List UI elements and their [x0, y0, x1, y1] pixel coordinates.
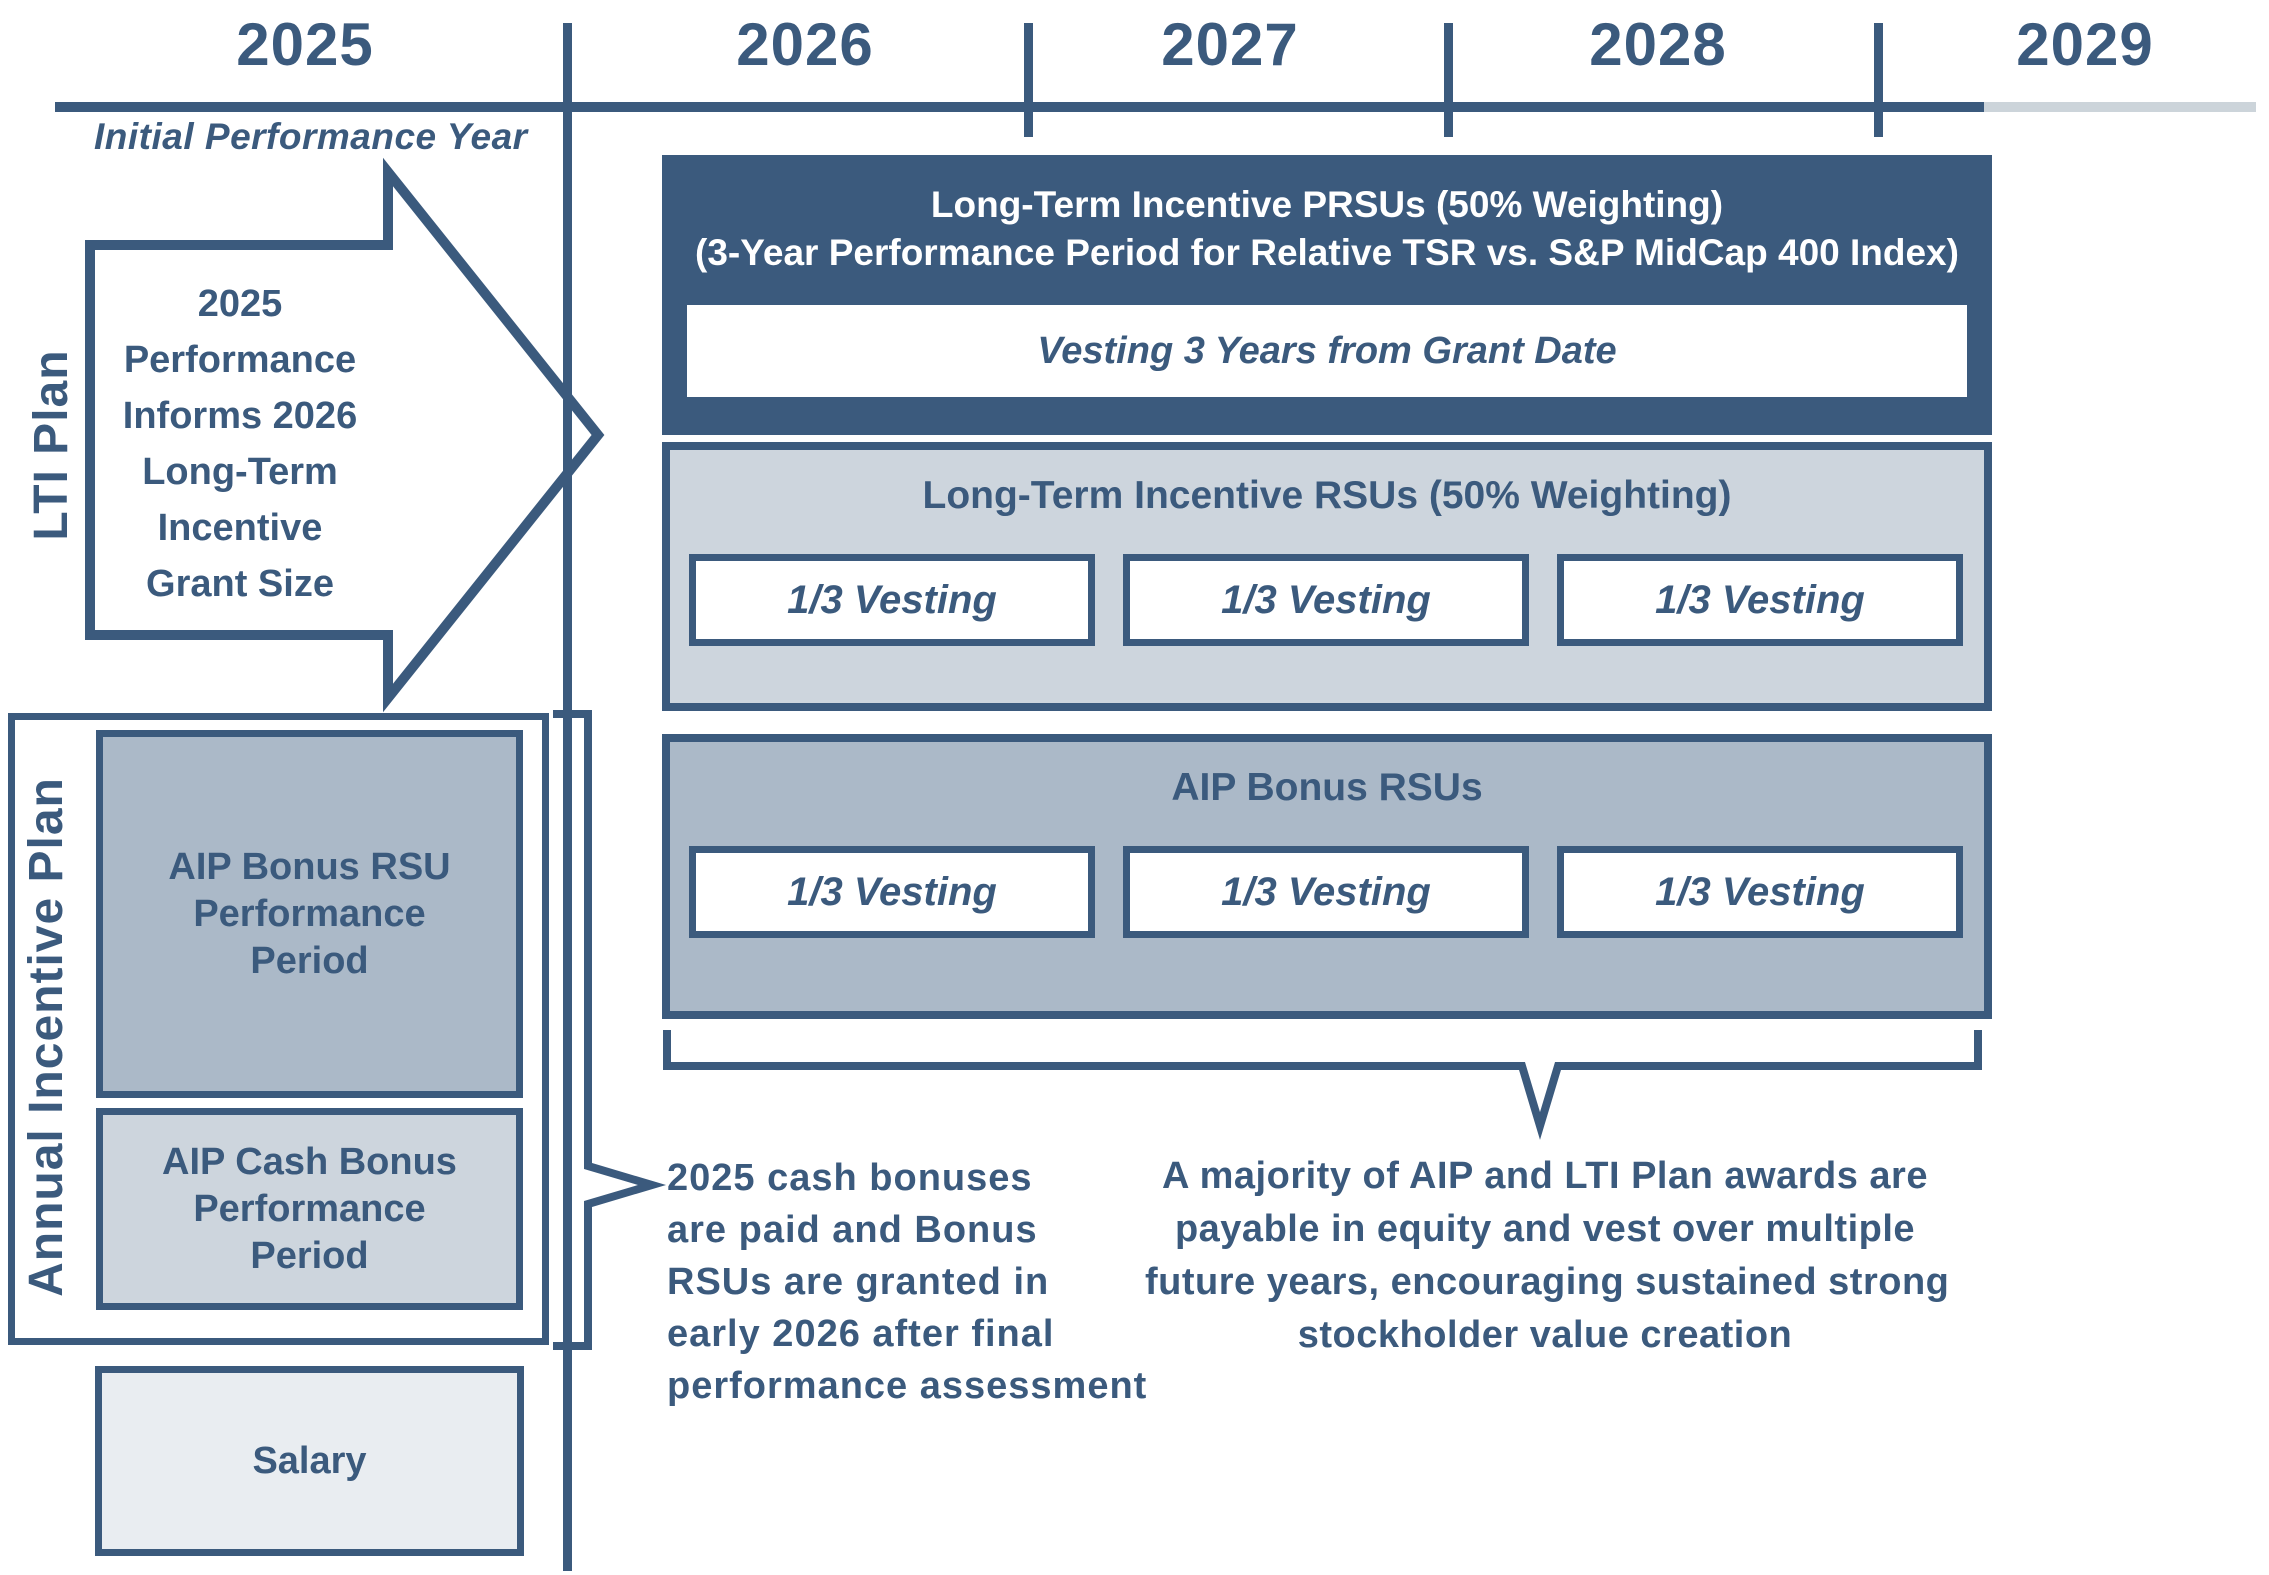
label-line: Period — [250, 1234, 369, 1277]
year-tick-2026-2027 — [1024, 23, 1033, 137]
lti-rsu-box: Long-Term Incentive RSUs (50% Weighting)… — [662, 442, 1992, 711]
year-label-2026: 2026 — [736, 11, 874, 78]
note-line: stockholder value creation — [1297, 1314, 1793, 1356]
arrow-text-line: Long-Term — [142, 451, 338, 493]
prsu-title: Long-Term Incentive PRSUs (50% Weighting… — [662, 181, 1992, 277]
aip-bonus-rsu-period-label: AIP Bonus RSU Performance Period — [168, 844, 450, 985]
aip-cash-bonus-period-label: AIP Cash Bonus Performance Period — [162, 1139, 457, 1280]
note-line: RSUs are granted in — [667, 1261, 1050, 1303]
label-line: AIP Cash Bonus — [162, 1140, 457, 1183]
salary-label: Salary — [252, 1439, 367, 1482]
timeline-axis-line-future — [1984, 102, 2256, 112]
lti-plan-side-label: LTI Plan — [25, 349, 78, 541]
salary-box: Salary — [95, 1366, 524, 1556]
aip-rsu-vesting-box-3: 1/3 Vesting — [1557, 846, 1963, 938]
lti-rsu-vesting-box-1: 1/3 Vesting — [689, 554, 1095, 646]
arrow-text-line: Informs 2026 — [122, 395, 358, 437]
equity-vesting-note: A majority of AIP and LTI Plan awards ar… — [1145, 1150, 1950, 1362]
year-label-2029: 2029 — [2016, 11, 2154, 78]
lti-prsu-box: Long-Term Incentive PRSUs (50% Weighting… — [662, 155, 1992, 435]
note-line: 2025 cash bonuses — [667, 1157, 1033, 1199]
prsu-vesting-box: Vesting 3 Years from Grant Date — [687, 305, 1967, 397]
year-divider-2025-2026 — [563, 23, 572, 1571]
equity-note-underbrace — [663, 1030, 1982, 1140]
year-tick-2028-2029 — [1874, 23, 1883, 137]
lti-rsu-vesting-box-3: 1/3 Vesting — [1557, 554, 1963, 646]
year-tick-2027-2028 — [1444, 23, 1453, 137]
note-line: A majority of AIP and LTI Plan awards ar… — [1162, 1155, 1928, 1197]
aip-bonus-rsus-title: AIP Bonus RSUs — [1171, 766, 1483, 809]
label-line: Performance — [193, 892, 426, 935]
prsu-title-line1: Long-Term Incentive PRSUs (50% Weighting… — [930, 184, 1724, 225]
note-line: payable in equity and vest over multiple — [1174, 1208, 1916, 1250]
label-line: Performance — [193, 1187, 426, 1230]
lti-rsu-vesting-box-2: 1/3 Vesting — [1123, 554, 1529, 646]
label-line: Period — [250, 939, 369, 982]
lti-arrow-text: 2025 Performance Informs 2026 Long-Term … — [100, 276, 380, 612]
label-line: AIP Bonus RSU — [168, 845, 451, 888]
note-line: are paid and Bonus — [667, 1209, 1038, 1251]
aip-rsu-vesting-box-1: 1/3 Vesting — [689, 846, 1095, 938]
year-label-2027: 2027 — [1161, 11, 1299, 78]
arrow-text-line: Grant Size — [146, 563, 334, 605]
aip-cash-bonus-performance-period-box: AIP Cash Bonus Performance Period — [96, 1108, 523, 1310]
note-line: future years, encouraging sustained stro… — [1145, 1261, 1950, 1303]
aip-bonus-rsus-box: AIP Bonus RSUs 1/3 Vesting 1/3 Vesting 1… — [662, 734, 1992, 1019]
arrow-text-line: 2025 — [197, 283, 283, 325]
arrow-text-line: Incentive — [157, 507, 323, 549]
arrow-text-line: Performance — [123, 339, 357, 381]
cash-bonus-note: 2025 cash bonuses are paid and Bonus RSU… — [667, 1152, 1147, 1412]
initial-performance-year-note: Initial Performance Year — [94, 116, 528, 157]
aip-bonus-rsu-performance-period-box: AIP Bonus RSU Performance Period — [96, 730, 523, 1098]
annual-incentive-plan-side-label: Annual Incentive Plan — [20, 777, 73, 1297]
year-label-2025: 2025 — [236, 11, 374, 78]
aip-rsu-vesting-box-2: 1/3 Vesting — [1123, 846, 1529, 938]
timeline-axis-line — [55, 102, 1984, 112]
year-label-2028: 2028 — [1589, 11, 1727, 78]
lti-rsu-title: Long-Term Incentive RSUs (50% Weighting) — [922, 474, 1732, 517]
note-line: early 2026 after final — [667, 1313, 1055, 1355]
note-line: performance assessment — [667, 1365, 1148, 1407]
prsu-title-line2: (3-Year Performance Period for Relative … — [695, 232, 1959, 273]
